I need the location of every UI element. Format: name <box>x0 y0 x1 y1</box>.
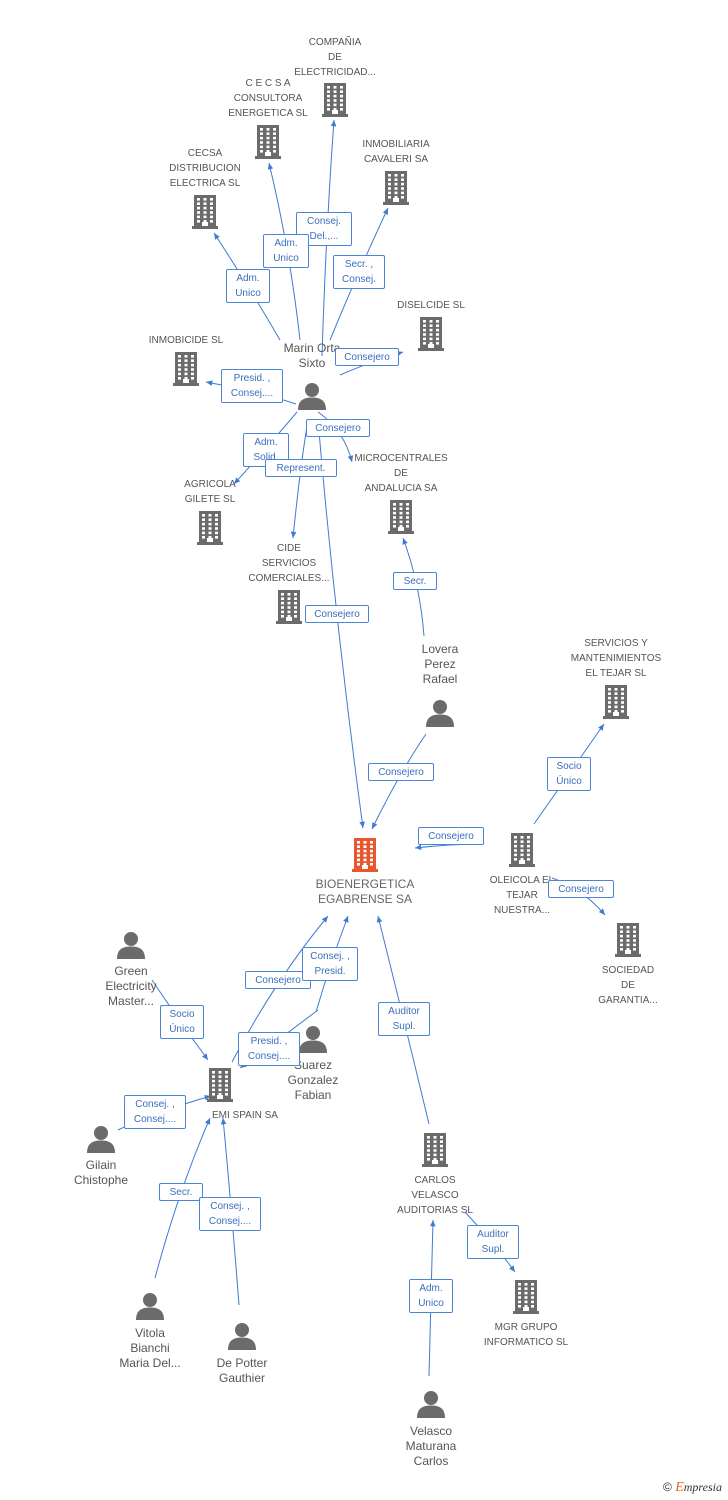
relation-label-marin-to-cecsa_distribucion[interactable]: Adm. Unico <box>226 269 270 303</box>
node-label-inmobicide[interactable]: INMOBICIDE SL <box>148 335 224 346</box>
relation-label-marin-to-cecsa_consultora[interactable]: Adm. Unico <box>263 234 309 268</box>
building-icon-carlos_velasco[interactable] <box>420 1133 450 1172</box>
building-icon-inmobicide[interactable] <box>171 352 201 391</box>
building-icon-sociedad[interactable] <box>613 923 643 962</box>
node-label-microcentrales[interactable]: MICROCENTRALES DE ANDALUCIA SA <box>354 453 448 494</box>
node-label-cide[interactable]: CIDE SERVICIOS COMERCIALES... <box>248 543 330 584</box>
building-icon-cide[interactable] <box>274 590 304 629</box>
person-icon-vitola[interactable] <box>135 1292 165 1325</box>
node-label-sociedad[interactable]: SOCIEDAD DE GARANTIA... <box>598 965 658 1006</box>
person-icon-green[interactable] <box>116 931 146 964</box>
node-label-carlos_velasco[interactable]: CARLOS VELASCO AUDITORIAS SL <box>397 1175 473 1216</box>
node-label-bioenergetica[interactable]: BIOENERGETICA EGABRENSE SA <box>315 877 415 906</box>
node-label-green[interactable]: Green Electricity Master... <box>105 964 157 1008</box>
building-icon-inmobiliaria[interactable] <box>381 171 411 210</box>
building-icon-diselcide[interactable] <box>416 317 446 356</box>
relation-label-marin-to-diselcide[interactable]: Consejero <box>335 348 399 366</box>
relation-label-green-to-emi[interactable]: Socio Único <box>160 1005 204 1039</box>
building-icon-mgr[interactable] <box>511 1280 541 1319</box>
node-label-cecsa_distribucion[interactable]: CECSA DISTRIBUCION ELECTRICA SL <box>169 148 241 189</box>
building-icon-compania[interactable] <box>320 83 350 122</box>
building-icon-servicios[interactable] <box>601 685 631 724</box>
edge-marin-to-cide <box>290 419 309 539</box>
node-label-mgr[interactable]: MGR GRUPO INFORMATICO SL <box>483 1322 569 1348</box>
relation-label-vitola-to-emi[interactable]: Secr. <box>159 1183 203 1201</box>
relation-label-marin-to-microcentrales[interactable]: Consejero <box>306 419 370 437</box>
node-label-compania[interactable]: COMPAÑIA DE ELECTRICIDAD... <box>294 37 376 78</box>
building-icon-microcentrales[interactable] <box>386 500 416 539</box>
building-icon-bioenergetica[interactable] <box>350 838 380 877</box>
building-icon-emi[interactable] <box>205 1068 235 1107</box>
relation-label-oleicola-to-sociedad[interactable]: Consejero <box>548 880 614 898</box>
relation-label-marin-to-compania[interactable]: Consej. Del.,... <box>296 212 352 246</box>
node-label-gilain[interactable]: Gilain Chistophe <box>73 1158 129 1187</box>
node-label-depotter[interactable]: De Potter Gauthier <box>216 1356 268 1385</box>
person-icon-marin[interactable] <box>297 382 327 415</box>
node-label-suarez[interactable]: Suarez Gonzalez Fabian <box>287 1058 339 1102</box>
relation-label-oleicola-to-bioenergetica[interactable]: Consejero <box>418 827 484 845</box>
person-icon-suarez[interactable] <box>298 1025 328 1058</box>
relation-label-suarez-to-bioenergetica[interactable]: Consej. , Presid. <box>302 947 358 981</box>
node-label-marin[interactable]: Marin Orta Sixto <box>283 341 341 370</box>
building-icon-cecsa_consultora[interactable] <box>253 125 283 164</box>
relation-label-velasco_maturana-to-carlos_velasco[interactable]: Adm. Unico <box>409 1279 453 1313</box>
relation-label-oleicola-to-servicios[interactable]: Socio Único <box>547 757 591 791</box>
edge-lovera-to-bioenergetica <box>371 733 427 830</box>
person-icon-velasco_maturana[interactable] <box>416 1390 446 1423</box>
building-icon-cecsa_distribucion[interactable] <box>190 195 220 234</box>
relation-label-suarez-to-emi[interactable]: Presid. , Consej.... <box>238 1032 300 1066</box>
node-label-velasco_maturana[interactable]: Velasco Maturana Carlos <box>405 1424 457 1468</box>
person-icon-gilain[interactable] <box>86 1125 116 1158</box>
relation-label-carlos_velasco-to-mgr[interactable]: Auditor Supl. <box>467 1225 519 1259</box>
relation-label-gilain-to-emi[interactable]: Consej. , Consej.... <box>124 1095 186 1129</box>
relation-label-marin-to-inmobiliaria[interactable]: Secr. , Consej. <box>333 255 385 289</box>
relation-label-marin-to-inmobicide[interactable]: Presid. , Consej.... <box>221 369 283 403</box>
brand-rest: mpresia <box>683 1480 722 1494</box>
node-label-inmobiliaria[interactable]: INMOBILIARIA CAVALERI SA <box>362 139 430 165</box>
empresia-brand[interactable]: © Empresia <box>663 1480 722 1496</box>
building-icon-oleicola[interactable] <box>507 833 537 872</box>
building-icon-agricola[interactable] <box>195 511 225 550</box>
relation-label-depotter-to-emi[interactable]: Consej. , Consej.... <box>199 1197 261 1231</box>
node-label-cecsa_consultora[interactable]: C E C S A CONSULTORA ENERGETICA SL <box>228 78 308 119</box>
node-label-agricola[interactable]: AGRICOLA GILETE SL <box>184 479 236 505</box>
relation-label-marin-to-bioenergetica[interactable]: Consejero <box>305 605 369 623</box>
person-icon-depotter[interactable] <box>227 1322 257 1355</box>
copyright-mark: © <box>663 1480 672 1494</box>
node-label-servicios[interactable]: SERVICIOS Y MANTENIMIENTOS EL TEJAR SL <box>570 638 662 679</box>
relation-label-lovera-to-microcentrales[interactable]: Secr. <box>393 572 437 590</box>
relation-label-lovera-to-bioenergetica[interactable]: Consejero <box>368 763 434 781</box>
node-label-diselcide[interactable]: DISELCIDE SL <box>397 300 465 311</box>
node-label-vitola[interactable]: Vitola Bianchi Maria Del... <box>119 1326 181 1370</box>
relation-label-carlos_velasco-to-bioenergetica[interactable]: Auditor Supl. <box>378 1002 430 1036</box>
node-label-emi[interactable]: EMI SPAIN SA <box>212 1110 278 1121</box>
relation-label-marin-to-cide[interactable]: Represent. <box>265 459 337 477</box>
node-label-lovera[interactable]: Lovera Perez Rafael <box>421 642 459 686</box>
brand-e: E <box>675 1480 684 1495</box>
person-icon-lovera[interactable] <box>425 699 455 732</box>
